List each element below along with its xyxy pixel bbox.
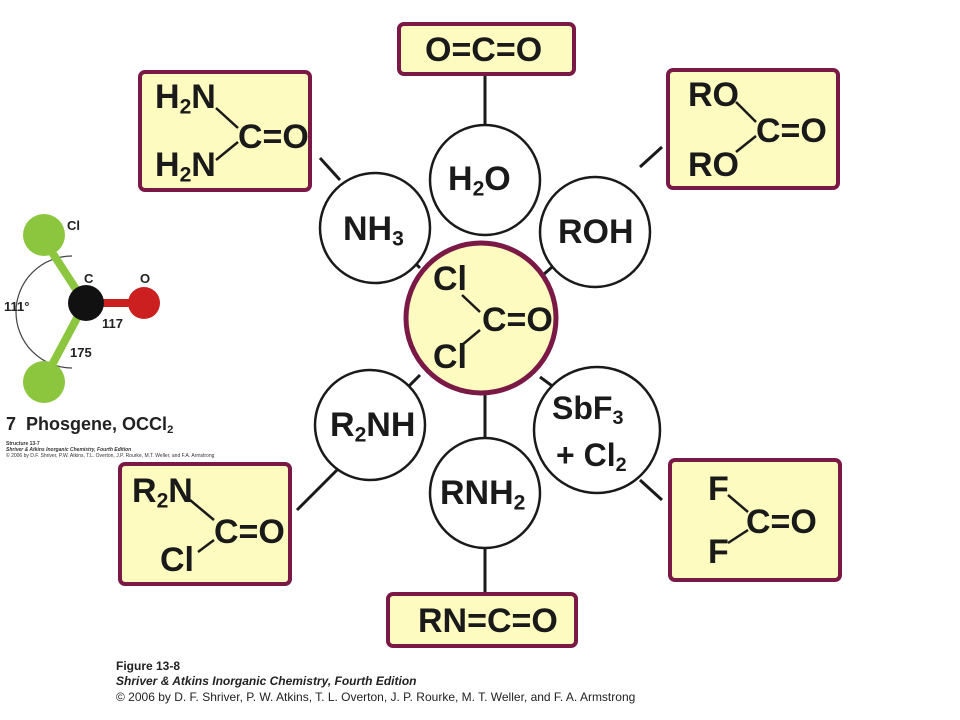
box-fluoride xyxy=(668,458,842,582)
label-r2nh: R2NH xyxy=(330,406,416,447)
structure-credit: Structure 13-7 Shriver & Atkins Inorgani… xyxy=(6,441,215,459)
circle-h2o xyxy=(428,123,542,237)
circle-sbf3 xyxy=(532,365,662,495)
atom-label-cl: Cl xyxy=(67,218,80,233)
circle-roh xyxy=(538,175,652,289)
phosgene-model xyxy=(15,214,160,403)
carbonate-co: C=O xyxy=(756,112,827,150)
urea-h2n-bottom: H2N xyxy=(155,146,216,187)
bond-length-ccl: 175 xyxy=(70,345,92,360)
oxygen-atom xyxy=(128,287,160,319)
box-urea xyxy=(138,70,312,192)
center-cl-bottom: Cl xyxy=(433,338,467,376)
figure-number: Figure 13-8 xyxy=(116,659,181,673)
label-nh3: NH3 xyxy=(343,210,404,251)
carbonate-ro-top: RO xyxy=(688,76,739,114)
product-co2: O=C=O xyxy=(425,31,543,69)
label-roh: ROH xyxy=(558,213,634,251)
carbonate-ro-bottom: RO xyxy=(688,146,739,184)
reagent-circles xyxy=(313,123,662,550)
atom-label-o: O xyxy=(140,271,151,286)
label-cl2: + Cl2 xyxy=(556,437,627,476)
label-rnh2: RNH2 xyxy=(440,474,526,515)
center-cl-top: Cl xyxy=(433,260,467,298)
figure-book: Shriver & Atkins Inorganic Chemistry, Fo… xyxy=(116,674,417,688)
product-isocyanate: RN=C=O xyxy=(418,602,558,640)
fluoride-f-top: F xyxy=(708,470,729,508)
box-carbamoyl xyxy=(118,462,292,586)
connector-fluoride xyxy=(638,478,664,502)
connector-carbonate xyxy=(638,145,664,169)
carbamoyl-r2n: R2N xyxy=(132,472,193,513)
figure-copyright: © 2006 by D. F. Shriver, P. W. Atkins, T… xyxy=(116,690,636,704)
circle-r2nh xyxy=(313,368,427,482)
label-sbf3: SbF3 xyxy=(552,390,624,429)
chlorine-atom-top xyxy=(23,214,65,256)
center-co: C=O xyxy=(482,301,553,339)
connector-carbamoyl xyxy=(295,468,339,512)
circle-phosgene xyxy=(403,240,559,396)
bond-length-co: 117 xyxy=(102,316,123,331)
structure-title: 7 Phosgene, OCCl2 xyxy=(6,414,174,436)
carbamoyl-co: C=O xyxy=(214,513,285,551)
product-bond-lines xyxy=(189,101,757,553)
circle-nh3 xyxy=(318,171,432,285)
center-bond-lines xyxy=(461,294,481,346)
urea-co: C=O xyxy=(238,118,309,156)
carbon-atom xyxy=(68,285,104,321)
atom-label-c: C xyxy=(84,271,94,286)
box-isocyanate xyxy=(386,592,578,648)
box-co2 xyxy=(397,22,576,76)
circle-rnh2 xyxy=(428,436,542,550)
box-carbonate xyxy=(666,68,840,190)
fluoride-co: C=O xyxy=(746,503,817,541)
carbamoyl-cl: Cl xyxy=(160,541,194,579)
chlorine-atom-bottom xyxy=(23,361,65,403)
fluoride-f-bottom: F xyxy=(708,533,729,571)
product-boxes xyxy=(118,22,842,648)
urea-h2n-top: H2N xyxy=(155,78,216,119)
connector-urea xyxy=(318,156,342,182)
angle-label: 111° xyxy=(4,299,30,314)
label-h2o: H2O xyxy=(448,160,511,201)
